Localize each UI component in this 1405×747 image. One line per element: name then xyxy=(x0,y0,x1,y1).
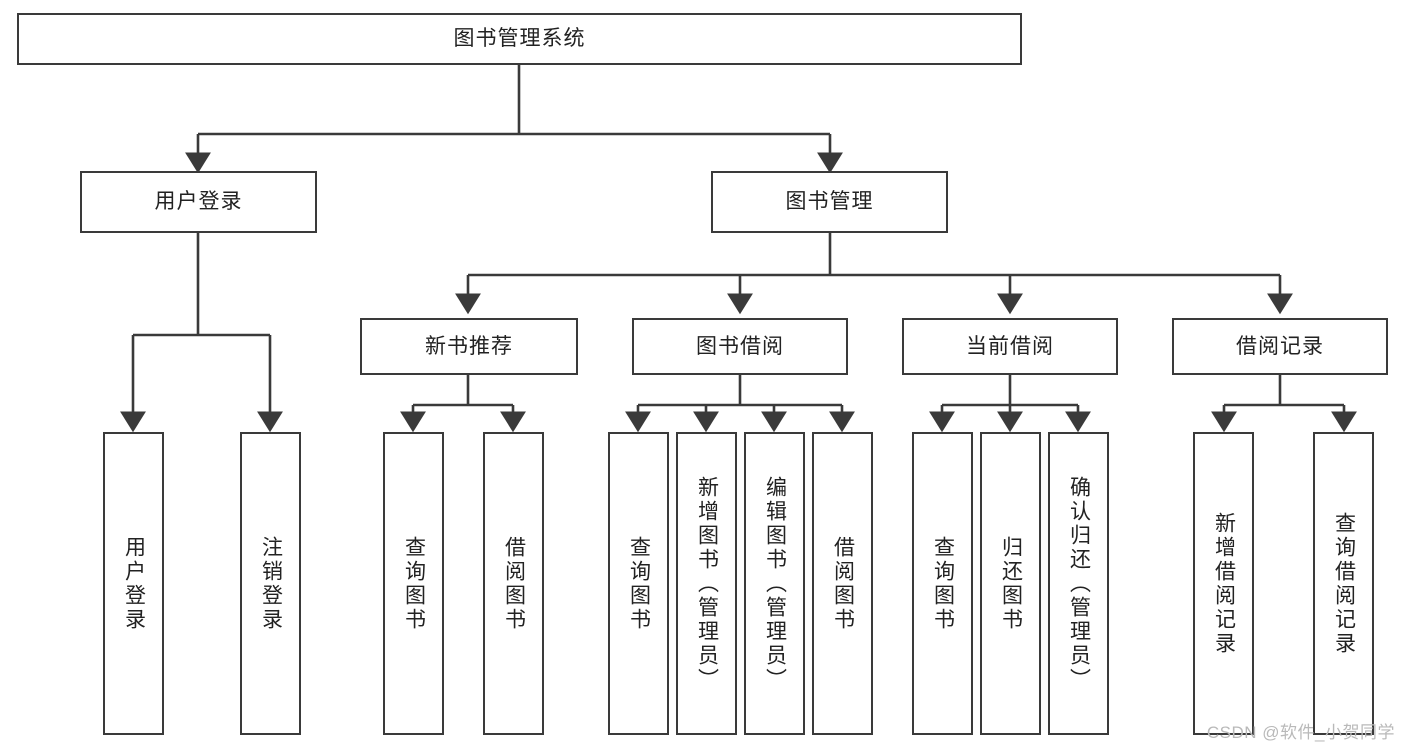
node-book-borrowing[interactable]: 图书借阅 xyxy=(632,318,848,375)
node-label: 借阅记录 xyxy=(1236,334,1324,358)
node-leaf-query-book-current[interactable]: 查询图书 xyxy=(912,432,973,735)
node-label: 图书管理系统 xyxy=(453,27,586,51)
node-leaf-add-borrow-record[interactable]: 新增借阅记录 xyxy=(1193,432,1254,735)
node-label: 新增图书（管理员） xyxy=(695,475,719,692)
node-label: 借阅图书 xyxy=(831,535,855,632)
node-user-login[interactable]: 用户登录 xyxy=(80,171,317,233)
node-borrow-records[interactable]: 借阅记录 xyxy=(1172,318,1388,375)
node-leaf-confirm-return-admin[interactable]: 确认归还（管理员） xyxy=(1048,432,1109,735)
node-leaf-query-book-newbook[interactable]: 查询图书 xyxy=(383,432,444,735)
node-leaf-borrow-book[interactable]: 借阅图书 xyxy=(812,432,873,735)
node-label: 用户登录 xyxy=(154,190,243,214)
node-label: 查询图书 xyxy=(931,535,955,632)
node-label: 查询图书 xyxy=(402,535,426,632)
node-label: 注销登录 xyxy=(259,535,283,632)
node-label: 查询图书 xyxy=(627,535,651,632)
node-label: 新书推荐 xyxy=(425,334,513,358)
node-label: 新增借阅记录 xyxy=(1212,511,1236,656)
node-leaf-edit-book-admin[interactable]: 编辑图书（管理员） xyxy=(744,432,805,735)
node-label: 借阅图书 xyxy=(502,535,526,632)
node-label: 归还图书 xyxy=(999,535,1023,632)
node-label: 用户登录 xyxy=(122,535,146,632)
node-leaf-return-book[interactable]: 归还图书 xyxy=(980,432,1041,735)
node-leaf-query-book-borrow[interactable]: 查询图书 xyxy=(608,432,669,735)
node-new-book-recommendation[interactable]: 新书推荐 xyxy=(360,318,578,375)
node-label: 编辑图书（管理员） xyxy=(763,475,787,692)
node-leaf-borrow-book-newbook[interactable]: 借阅图书 xyxy=(483,432,544,735)
node-label: 查询借阅记录 xyxy=(1332,511,1356,656)
node-root-book-management-system[interactable]: 图书管理系统 xyxy=(17,13,1022,65)
node-label: 确认归还（管理员） xyxy=(1067,475,1091,692)
node-book-management[interactable]: 图书管理 xyxy=(711,171,948,233)
node-leaf-query-borrow-record[interactable]: 查询借阅记录 xyxy=(1313,432,1374,735)
node-leaf-add-book-admin[interactable]: 新增图书（管理员） xyxy=(676,432,737,735)
node-leaf-logout[interactable]: 注销登录 xyxy=(240,432,301,735)
csdn-watermark: CSDN @软件_小贺同学 xyxy=(1206,723,1395,742)
node-current-borrowing[interactable]: 当前借阅 xyxy=(902,318,1118,375)
node-label: 当前借阅 xyxy=(966,334,1054,358)
node-label: 图书管理 xyxy=(785,190,874,214)
node-leaf-user-login[interactable]: 用户登录 xyxy=(103,432,164,735)
node-label: 图书借阅 xyxy=(696,334,784,358)
